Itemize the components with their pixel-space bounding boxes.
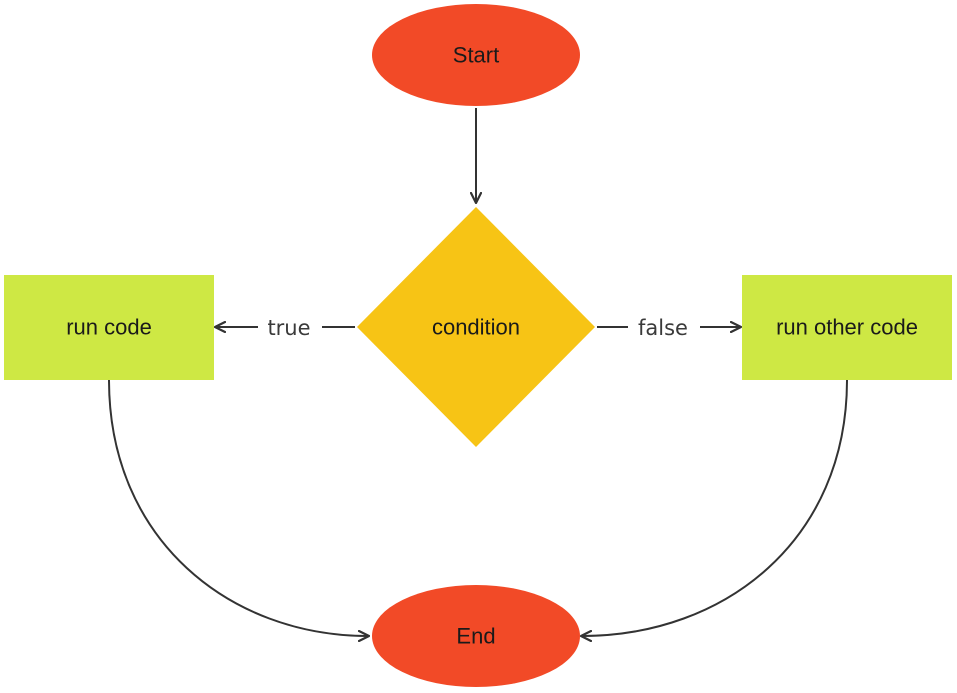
node-run-code-label: run code xyxy=(66,315,152,340)
node-end: End xyxy=(372,585,580,687)
node-run-code: run code xyxy=(4,275,214,380)
edge-label-true: true xyxy=(267,316,310,340)
node-start-label: Start xyxy=(453,43,499,68)
end-ellipse xyxy=(372,585,580,687)
edge-run-other-code-to-end xyxy=(582,379,848,636)
node-condition: condition xyxy=(357,207,595,447)
node-start: Start xyxy=(372,4,580,106)
start-ellipse xyxy=(372,4,580,106)
run-other-code-rectangle xyxy=(742,275,952,380)
node-condition-label: condition xyxy=(432,315,520,340)
node-run-other-code: run other code xyxy=(742,275,952,380)
edge-label-false: false xyxy=(638,316,688,340)
edge-run-code-to-end xyxy=(108,379,368,636)
condition-diamond xyxy=(357,207,595,447)
node-run-other-code-label: run other code xyxy=(776,315,918,340)
run-code-rectangle xyxy=(4,275,214,380)
node-end-label: End xyxy=(456,624,495,649)
